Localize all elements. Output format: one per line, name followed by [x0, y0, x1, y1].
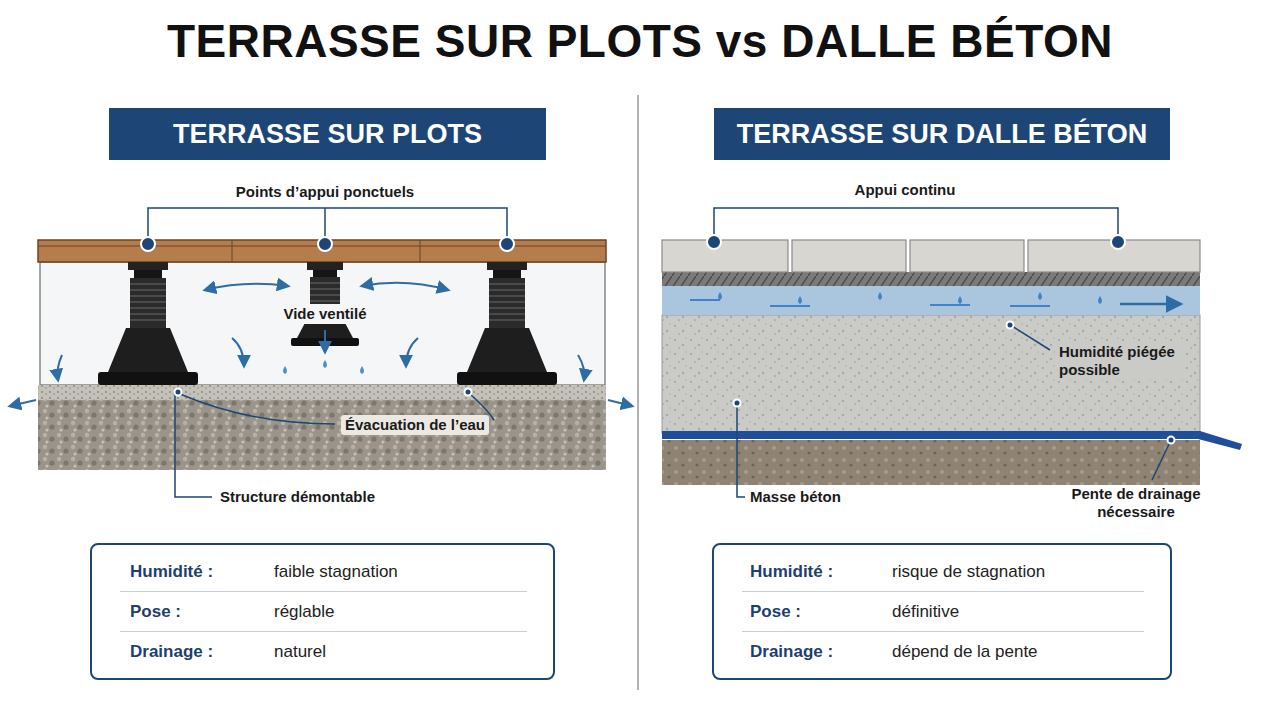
divider — [637, 95, 639, 690]
header-text: TERRASSE SUR DALLE BÉTON — [737, 119, 1148, 150]
table-key: Humidité : — [130, 562, 213, 582]
membrane — [662, 431, 1242, 450]
ventilated-void — [40, 262, 605, 385]
ground — [662, 440, 1200, 485]
table-key: Humidité : — [750, 562, 833, 582]
ground — [38, 400, 606, 470]
callout-label: Points d’appui ponctuels — [236, 183, 414, 201]
callout-label: Appui continu — [855, 181, 956, 199]
concrete-slab — [662, 315, 1200, 433]
header-band: TERRASSE SUR DALLE BÉTON — [714, 108, 1170, 160]
callout-dots — [707, 235, 1175, 444]
summary-table: Humidité : risque de stagnationPose : défi… — [712, 543, 1172, 680]
table-value: faible stagnation — [274, 562, 398, 582]
table-row: Drainage : naturel — [92, 632, 553, 672]
table-row: Drainage : dépend de la pente — [714, 632, 1170, 672]
table-key: Drainage : — [130, 642, 213, 662]
table-value: réglable — [274, 602, 335, 622]
table-key: Pose : — [130, 602, 181, 622]
callout-label: Pente de drainage nécessaire — [1050, 485, 1222, 521]
mortar-bed — [662, 272, 1200, 286]
callout-label: Évacuation de l’eau — [341, 415, 489, 435]
moisture-layer — [662, 286, 1200, 315]
callout-label: Structure démontable — [220, 488, 375, 506]
header-band: TERRASSE SUR PLOTS — [109, 108, 546, 160]
pedestal — [457, 262, 557, 385]
table-row: Pose : définitive — [714, 592, 1170, 632]
table-key: Drainage : — [750, 642, 833, 662]
callout-dots — [141, 237, 514, 396]
table-row: Pose : réglable — [92, 592, 553, 632]
table-row: Humidité : risque de stagnation — [714, 552, 1170, 592]
table-value: définitive — [892, 602, 959, 622]
leader-lines — [148, 208, 507, 497]
callout-label: Vide ventilé — [279, 304, 370, 324]
pedestal — [98, 262, 198, 385]
table-value: dépend de la pente — [892, 642, 1038, 662]
table-row: Humidité : faible stagnation — [92, 552, 553, 592]
header-text: TERRASSE SUR PLOTS — [173, 119, 482, 150]
water-drops — [690, 292, 1102, 306]
water-drops — [283, 360, 364, 374]
callout-label: Humidité piégée possible — [1055, 342, 1185, 380]
flow-arrows — [10, 283, 632, 406]
table-key: Pose : — [750, 602, 801, 622]
table-value: risque de stagnation — [892, 562, 1045, 582]
flow-arrow — [1120, 303, 1180, 306]
gravel-bed — [38, 385, 606, 400]
summary-table: Humidité : faible stagnationPose : réglabl… — [90, 543, 555, 680]
table-value: naturel — [274, 642, 326, 662]
title-text: TERRASSE SUR PLOTS vs DALLE BÉTON — [0, 14, 1280, 68]
callout-label: Masse béton — [750, 488, 841, 506]
